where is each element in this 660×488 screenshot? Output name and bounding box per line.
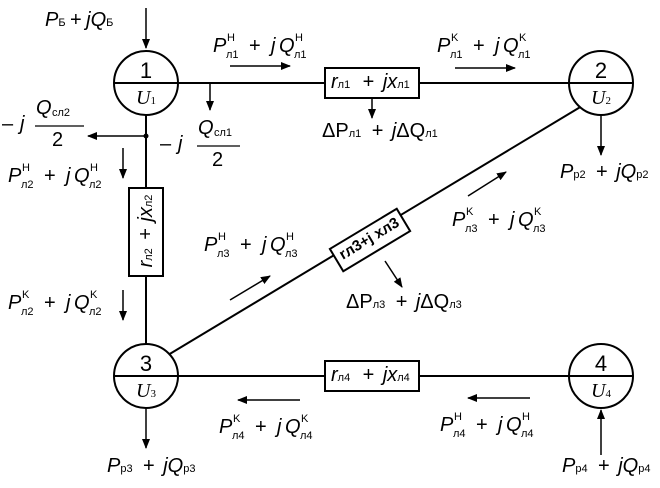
label-load-3: Pр3 + jQр3 xyxy=(107,455,196,477)
label-source-power: PБ + jQБ xyxy=(45,9,114,31)
label-load-2: Pр2 + jQр2 xyxy=(560,161,649,183)
label-line1-losses: ΔPл1 + jΔQл1 xyxy=(322,120,438,142)
node-1 xyxy=(113,50,179,116)
node-2-number: 2 xyxy=(594,58,608,83)
label-impedance-l4: rл4 + jxл4 xyxy=(331,364,410,386)
impedance-box-l1 xyxy=(324,67,420,99)
node-3-voltage: U3 xyxy=(136,380,156,402)
node-3-number: 3 xyxy=(139,351,153,376)
node-2-voltage: U2 xyxy=(591,87,611,109)
arrow-dl3 xyxy=(384,260,403,288)
node-4 xyxy=(568,343,634,409)
label-impedance-l2: rл2 + jxл2 xyxy=(135,194,157,268)
node-1-number: 1 xyxy=(139,58,153,83)
node-4-number: 4 xyxy=(594,351,608,376)
impedance-box-l3 xyxy=(328,207,412,273)
impedance-box-l2 xyxy=(128,187,164,277)
node-4-voltage: U4 xyxy=(591,380,611,402)
label-impedance-l1: rл1 + jxл1 xyxy=(331,71,410,93)
arrow-pl3n xyxy=(229,275,271,301)
label-load-4: Pр4 + jQр4 xyxy=(562,455,651,477)
node-1-voltage: U1 xyxy=(136,87,156,109)
impedance-box-l4 xyxy=(324,360,420,392)
arrow-pl3k xyxy=(467,171,507,197)
label-line3-losses: ΔPл3 + jΔQл3 xyxy=(346,291,462,313)
